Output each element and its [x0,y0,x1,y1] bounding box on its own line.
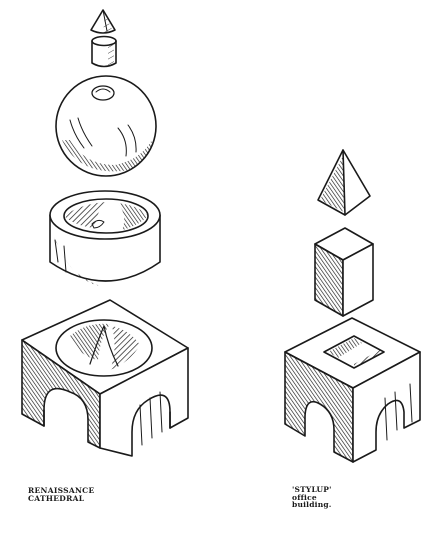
caption-line: CATHEDRAL [28,495,94,503]
cylinder-icon [92,37,116,67]
pyramid-icon [318,150,370,215]
caption-line: building. [292,501,332,509]
drum-icon [50,191,160,286]
cone-icon [91,10,115,33]
stylup-office-caption: 'STYLUP' office building. [292,486,332,509]
arched-cube-icon [285,318,420,462]
arched-cube-icon [22,300,188,456]
right-stack [285,150,420,462]
left-stack [22,10,188,456]
prism-icon [315,228,373,316]
renaissance-cathedral-caption: RENAISSANCE CATHEDRAL [28,487,94,502]
sphere-icon [56,76,156,176]
